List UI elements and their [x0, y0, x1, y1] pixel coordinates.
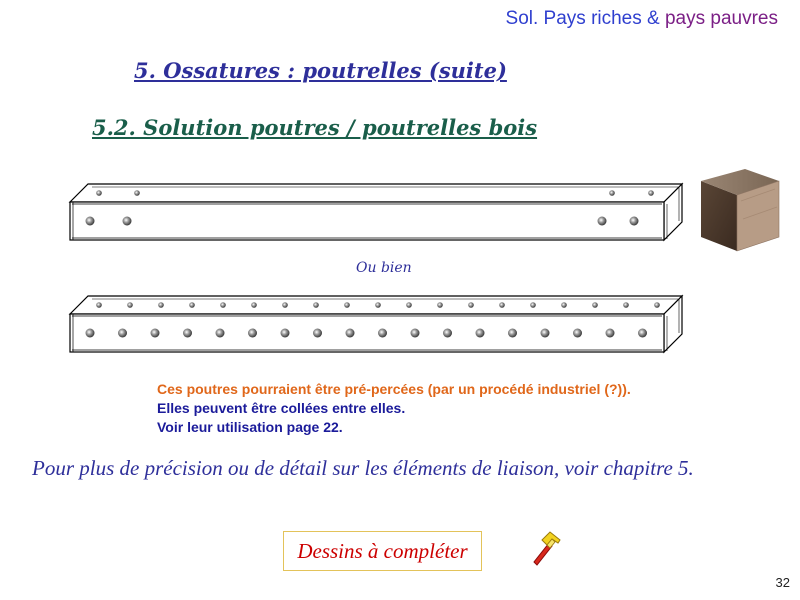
header-text-rich: Sol. Pays riches &	[505, 8, 665, 29]
notes-block: Ces poutres pourraient être pré-percées …	[157, 380, 631, 437]
beam-sparse-holes	[68, 182, 684, 242]
note-line-prepierced: Ces poutres pourraient être pré-percées …	[157, 381, 631, 397]
note-line-glued: Elles peuvent être collées entre elles.	[157, 400, 406, 416]
section-title: 5. Ossatures : poutrelles (suite)	[134, 58, 507, 83]
header-text-poor: pays pauvres	[664, 8, 778, 29]
detail-reference-text: Pour plus de précision ou de détail sur …	[32, 456, 694, 480]
wood-block-image	[701, 169, 780, 252]
hammer-icon[interactable]	[528, 530, 564, 566]
subsection-title: 5.2. Solution poutres / poutrelles bois	[92, 115, 538, 140]
page-number: 32	[775, 575, 790, 590]
beam-prepierced	[68, 294, 684, 354]
complete-drawings-label: Dessins à compléter	[297, 538, 468, 563]
note-line-page-ref: Voir leur utilisation page 22.	[157, 419, 343, 435]
slide-header: Sol. Pays riches & pays pauvres	[506, 8, 778, 30]
alternative-separator: Ou bien	[356, 260, 412, 276]
complete-drawings-button[interactable]: Dessins à compléter	[283, 531, 482, 571]
